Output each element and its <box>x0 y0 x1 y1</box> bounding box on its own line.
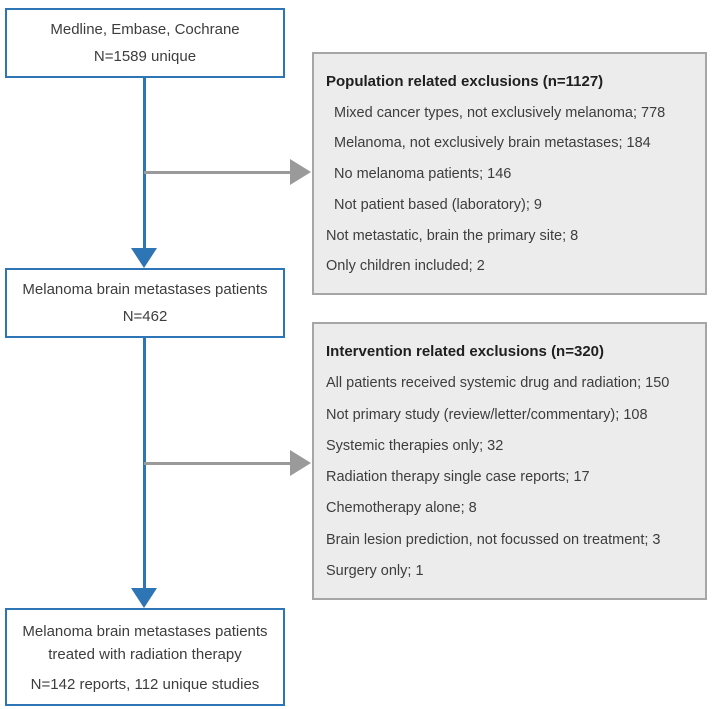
intervention-exclusion-item: Surgery only; 1 <box>326 562 424 579</box>
sources-box-count: N=1589 unique <box>93 47 197 65</box>
arrow-to-intervention-exclusions-line <box>144 462 291 465</box>
intervention-exclusion-item: All patients received systemic drug and … <box>326 375 670 392</box>
arrow-sources-to-screened-line <box>143 78 146 249</box>
population-exclusion-item: No melanoma patients; 146 <box>334 166 512 182</box>
intervention-exclusion-item: Brain lesion prediction, not focussed on… <box>326 531 661 548</box>
screened-box-count: N=462 <box>122 307 168 325</box>
intervention-exclusion-item: Chemotherapy alone; 8 <box>326 500 477 517</box>
population-exclusions-panel: Population related exclusions (n=1127) M… <box>312 52 707 295</box>
population-exclusion-item: Not patient based (laboratory); 9 <box>334 196 542 213</box>
included-box: Melanoma brain metastases patients treat… <box>5 608 285 706</box>
arrowhead-down-icon <box>131 588 157 608</box>
intervention-exclusion-item: Radiation therapy single case reports; 1… <box>326 469 590 486</box>
included-box-title: Melanoma brain metastases patients treat… <box>22 620 267 667</box>
intervention-exclusions-title: Intervention related exclusions (n=320) <box>326 343 605 361</box>
arrowhead-down-icon <box>131 248 157 268</box>
population-exclusion-item: Not metastatic, brain the primary site; … <box>326 227 579 244</box>
included-box-title-line1: Melanoma brain metastases patients <box>22 623 268 640</box>
arrowhead-right-icon <box>290 159 311 185</box>
population-exclusions-title: Population related exclusions (n=1127) <box>326 72 604 90</box>
included-box-count: N=142 reports, 112 unique studies <box>30 675 260 693</box>
intervention-exclusions-panel: Intervention related exclusions (n=320) … <box>312 322 707 600</box>
population-exclusion-item: Mixed cancer types, not exclusively mela… <box>334 104 666 121</box>
screened-box-title: Melanoma brain metastases patients <box>22 280 268 298</box>
sources-box: Medline, Embase, Cochrane N=1589 unique <box>5 8 285 78</box>
sources-box-title: Medline, Embase, Cochrane <box>50 20 240 38</box>
arrowhead-right-icon <box>290 450 311 476</box>
intervention-exclusion-item: Not primary study (review/letter/comment… <box>326 406 648 423</box>
population-exclusion-item: Melanoma, not exclusively brain metastas… <box>334 135 651 152</box>
arrow-to-population-exclusions-line <box>144 171 291 174</box>
screened-box: Melanoma brain metastases patients N=462 <box>5 268 285 338</box>
population-exclusion-item: Only children included; 2 <box>326 258 485 275</box>
intervention-exclusion-item: Systemic therapies only; 32 <box>326 437 504 454</box>
included-box-title-line2: treated with radiation therapy <box>48 646 242 664</box>
